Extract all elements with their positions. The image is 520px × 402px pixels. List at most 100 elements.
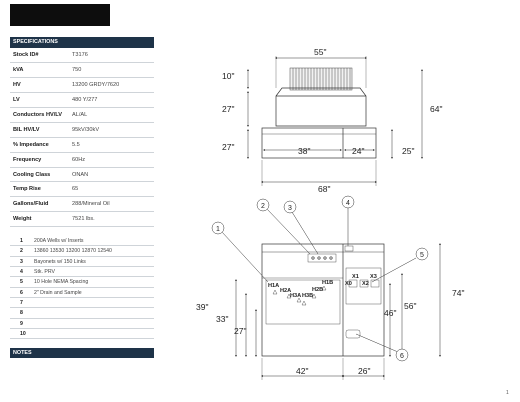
specifications-header: SPECIFICATIONS [10, 37, 154, 48]
note-number: 2 [20, 248, 23, 255]
note-text: 10 Hole NEMA Spacing [34, 279, 89, 286]
note-text: Bayonets w/ 150 Links [34, 258, 86, 265]
spec-row: Gallons/Fluid 288/Mineral Oil [10, 197, 154, 213]
spec-label: Frequency [13, 156, 42, 163]
bushing-markers [272, 285, 327, 306]
cabinet-outline [261, 127, 377, 159]
spec-label: HV [13, 81, 21, 88]
spec-value: 288/Mineral Oil [72, 201, 110, 208]
note-number: 9 [20, 320, 23, 327]
dim-lv-lower: 46" [384, 308, 396, 318]
note-number: 3 [20, 258, 23, 265]
dim-hv-side: 38" [298, 146, 310, 156]
callout-2 [256, 198, 270, 212]
callout-6 [395, 348, 409, 362]
spec-row: Cooling Class ONAN [10, 168, 154, 183]
note-row: 10 [10, 329, 154, 340]
pressure-relief-valve [344, 245, 354, 252]
dim-radiator-depth: 10" [222, 71, 234, 81]
note-text: Stk. PRV [34, 269, 55, 276]
spec-label: Cooling Class [13, 171, 51, 178]
tank-outline [275, 87, 367, 127]
note-row: 7 [10, 298, 154, 309]
bushing-h3b: H3B [302, 293, 313, 299]
dim-bottom-left: 42" [296, 366, 308, 376]
top-view [261, 67, 377, 159]
bushing-x1: X1 [352, 274, 359, 280]
callout-1 [211, 221, 225, 235]
bushing-x0: X0 [345, 281, 352, 287]
dim-cabinet-depth: 27" [222, 142, 234, 152]
front-view [261, 243, 385, 357]
company-logo [10, 4, 110, 26]
hv-compartment [265, 279, 341, 325]
note-row: 6 2" Drain and Sample [10, 288, 154, 299]
note-number: 1 [20, 238, 23, 244]
dim-total-width: 68" [318, 184, 330, 194]
note-row: 8 [10, 308, 154, 319]
callout-3 [283, 200, 297, 214]
callout-4 [341, 195, 355, 209]
spec-label: Conductors HV/LV [13, 111, 62, 118]
bushing-x2: X2 [362, 281, 369, 287]
spec-value: 95kV/30kV [72, 126, 100, 133]
callout-6-label: 6 [400, 353, 404, 360]
spec-label: Weight [13, 216, 32, 223]
bushing-h1a: H1A [268, 283, 279, 289]
note-number: 5 [20, 279, 23, 286]
note-row: 9 [10, 319, 154, 330]
notes-header: NOTES [10, 348, 154, 358]
note-text: 13860 13530 13200 12870 12540 [34, 248, 112, 255]
note-row: 2 13860 13530 13200 12870 12540 [10, 246, 154, 257]
spec-label: Temp Rise [13, 186, 41, 193]
note-row: 5 10 Hole NEMA Spacing [10, 277, 154, 288]
callout-1-label: 1 [216, 226, 220, 233]
dim-tank-depth: 27" [222, 104, 234, 114]
dim-lv-bushing: 56" [404, 301, 416, 311]
spec-label: % Impedance [13, 141, 49, 148]
callout-2-label: 2 [261, 203, 265, 210]
dim-height-left: 39" [196, 302, 208, 312]
spec-value: 7521 lbs. [72, 216, 95, 223]
dim-lv-side: 24" [352, 146, 364, 156]
spec-value: ONAN [72, 171, 89, 178]
spec-label: Gallons/Fluid [13, 201, 49, 208]
note-number: 10 [20, 331, 26, 338]
bushing-h2a: H2A [280, 288, 291, 294]
spec-row: Stock ID#T3176 [10, 48, 154, 63]
spec-row: Weight 7521 lbs. [10, 212, 154, 228]
note-text: 2" Drain and Sample [34, 289, 82, 296]
spec-row: % Impedance 5.5 [10, 138, 154, 153]
callout-3-label: 3 [288, 205, 292, 212]
note-number: 8 [20, 310, 23, 317]
dim-bottom-right: 26" [358, 366, 370, 376]
front-cabinet-outline [261, 243, 385, 357]
spec-label: LV [13, 96, 20, 103]
callout-4-label: 4 [346, 200, 350, 207]
spec-label: BIL HV/LV [13, 126, 40, 133]
note-number: 6 [20, 289, 23, 296]
spec-row: LV 480 Y/277 [10, 93, 154, 108]
dim-total-depth: 64" [430, 104, 442, 114]
spec-value: T3176 [72, 52, 88, 58]
spec-value: 480 Y/277 [72, 96, 98, 103]
spec-value: 60Hz [72, 156, 86, 163]
dim-cabinet-right: 25" [402, 146, 414, 156]
dim-bushing-height: 33" [216, 314, 228, 324]
bushing-h2b: H2B [312, 287, 323, 293]
note-number: 4 [20, 269, 23, 276]
spec-value: 5.5 [72, 141, 80, 148]
callout-5-label: 5 [420, 252, 424, 259]
bushing-h1b: H1B [322, 280, 333, 286]
note-number: 7 [20, 300, 23, 307]
note-row: 3 Bayonets w/ 150 Links [10, 257, 154, 268]
tap-changer [307, 253, 337, 263]
page-number: 1 [506, 390, 509, 396]
